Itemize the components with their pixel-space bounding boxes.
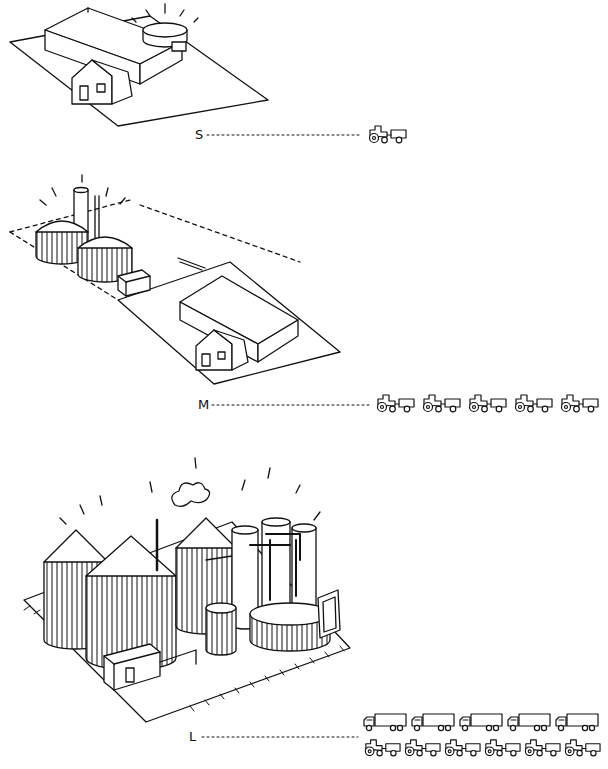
- large-plant: [24, 458, 350, 722]
- size-label: L: [188, 730, 197, 743]
- size-label: S: [194, 128, 204, 141]
- medium-plant: [10, 175, 340, 384]
- vehicle-icons: [364, 126, 600, 756]
- leader-lines: [202, 135, 370, 737]
- small-plant: [10, 4, 268, 126]
- size-label: M: [197, 398, 210, 411]
